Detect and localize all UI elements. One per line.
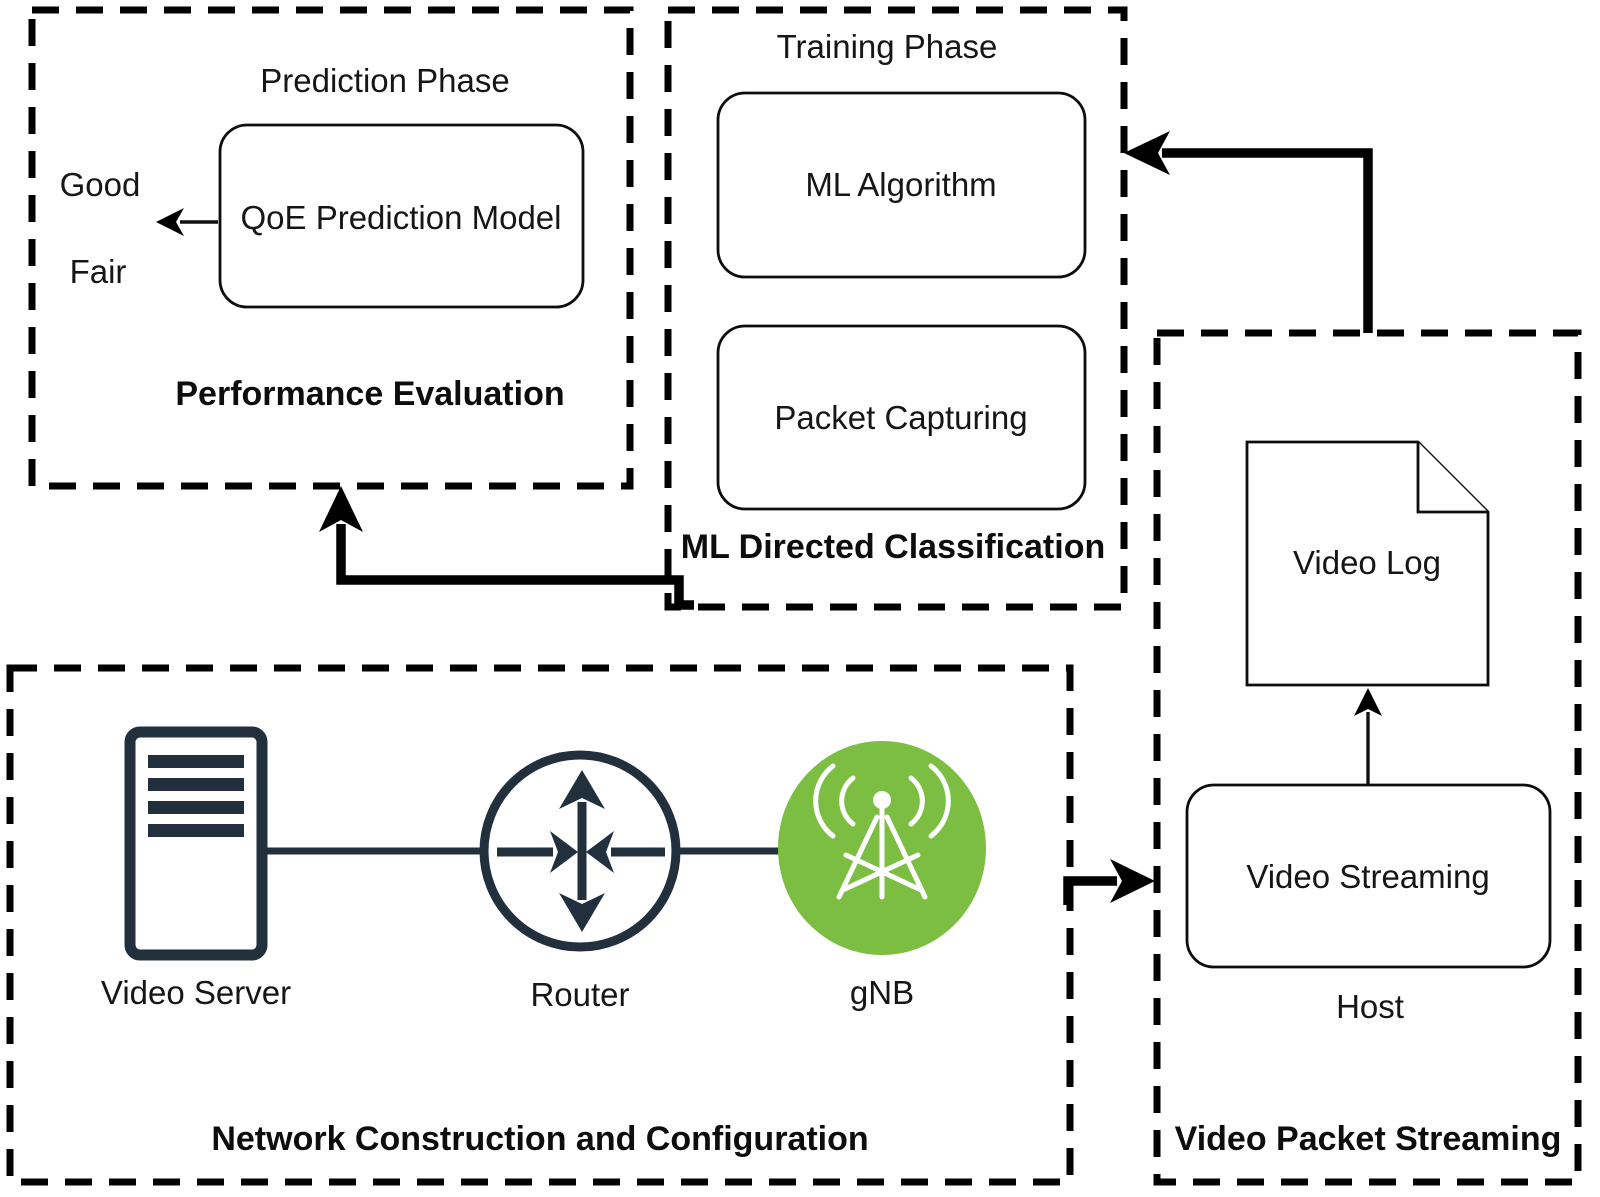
video-log-document-fold xyxy=(1416,442,1488,514)
signal-wave-right-inner xyxy=(908,775,925,827)
video-packet-streaming-dashed-box xyxy=(1153,329,1582,1186)
training-phase-group: Training Phase ML Algorithm Packet Captu… xyxy=(664,6,1128,611)
ml-algorithm-label: ML Algorithm xyxy=(805,166,996,203)
antenna-leg-right xyxy=(884,814,928,900)
video-packet-streaming-group: Video Log Video Streaming Host Video Pac… xyxy=(1153,329,1582,1186)
router-arrow-down-icon xyxy=(559,893,605,932)
training-phase-dashed-box xyxy=(664,6,1128,611)
qoe-prediction-model-box xyxy=(218,123,585,309)
server-slot xyxy=(148,778,244,791)
prediction-phase-title: Prediction Phase xyxy=(260,62,509,99)
video-log-label: Video Log xyxy=(1293,544,1441,581)
streaming-to-training-arrowhead-icon xyxy=(1124,131,1170,175)
video-streaming-label: Video Streaming xyxy=(1246,858,1489,895)
network-construction-caption: Network Construction and Configuration xyxy=(211,1120,868,1158)
router-arrow-up-icon xyxy=(559,770,605,809)
qoe-output-arrowhead-icon xyxy=(156,208,184,236)
signal-wave-left-inner xyxy=(839,775,856,827)
streaming-to-training-arrow-line xyxy=(1162,148,1373,333)
prediction-phase-dashed-box xyxy=(28,6,634,490)
server-icon xyxy=(124,726,268,961)
training-to-prediction-arrow xyxy=(319,486,694,610)
server-slot xyxy=(148,801,244,814)
qoe-output-arrow xyxy=(156,208,218,236)
output-fair-label: Fair xyxy=(70,253,127,290)
video-streaming-box xyxy=(1185,783,1552,969)
performance-evaluation-caption: Performance Evaluation xyxy=(175,375,564,413)
antenna-leg-left xyxy=(836,814,880,900)
router-circle xyxy=(479,750,681,952)
network-to-streaming-arrowhead-icon xyxy=(1110,859,1155,903)
network-to-streaming-arrow-line xyxy=(1063,876,1117,905)
document-icon xyxy=(1245,440,1490,687)
video-packet-streaming-caption: Video Packet Streaming xyxy=(1175,1120,1562,1158)
qoe-prediction-model-label: QoE Prediction Model xyxy=(241,199,562,236)
server-tower-outline xyxy=(124,726,268,961)
server-slot xyxy=(148,755,244,768)
router-label: Router xyxy=(530,976,629,1013)
packet-capturing-label: Packet Capturing xyxy=(774,399,1027,436)
server-slot xyxy=(148,824,244,837)
training-to-prediction-arrow-line xyxy=(336,524,694,610)
streaming-to-log-arrow xyxy=(1354,688,1382,784)
host-label: Host xyxy=(1336,988,1404,1025)
video-server-label: Video Server xyxy=(101,974,291,1011)
ml-algorithm-box xyxy=(716,91,1087,279)
router-arrow-left-icon xyxy=(586,831,614,873)
network-to-streaming-arrow xyxy=(1063,859,1155,905)
signal-wave-left-outer xyxy=(813,763,836,839)
prediction-phase-group: Prediction Phase QoE Prediction Model Go… xyxy=(28,6,634,490)
network-construction-dashed-box xyxy=(6,664,1074,1186)
training-phase-title: Training Phase xyxy=(777,28,998,65)
streaming-to-training-arrow xyxy=(1124,131,1373,333)
ml-directed-classification-caption: ML Directed Classification xyxy=(681,528,1106,566)
output-good-label: Good xyxy=(60,166,141,203)
antenna-dot xyxy=(873,791,891,809)
packet-capturing-box xyxy=(716,324,1087,511)
training-to-prediction-arrowhead-icon xyxy=(319,486,363,532)
router-icon xyxy=(479,750,681,952)
antenna-braces xyxy=(840,852,924,893)
gnb-label: gNB xyxy=(850,974,914,1011)
router-arrow-right-icon xyxy=(550,831,578,873)
network-construction-group: Video Server Router gNB Netwo xyxy=(6,664,1074,1186)
signal-wave-right-outer xyxy=(928,763,951,839)
cell-tower-icon xyxy=(778,741,986,955)
streaming-to-log-arrowhead-icon xyxy=(1354,688,1382,716)
